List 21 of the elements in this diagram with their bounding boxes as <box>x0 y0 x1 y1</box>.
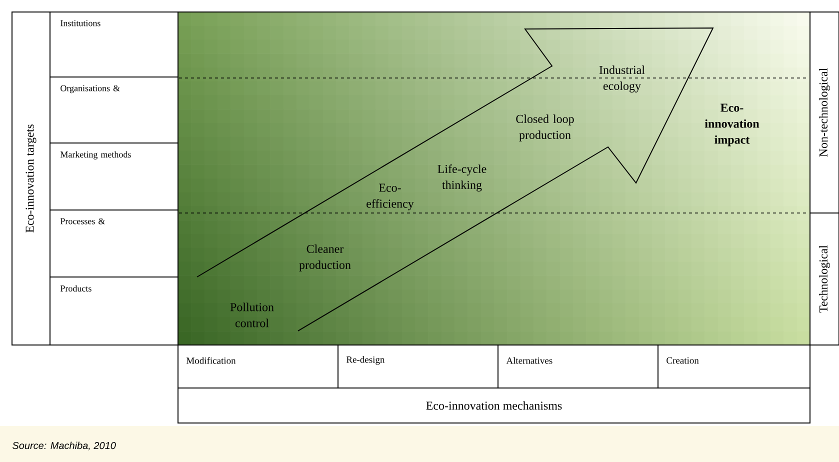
mechanism-box: Alternatives <box>498 344 658 388</box>
source-caption: Source: Machiba, 2010 <box>12 442 116 450</box>
stage-label: Cleaner production <box>299 244 351 272</box>
mechanism-box: Creation <box>658 344 810 388</box>
stage-label: Life-cycle thinking <box>438 164 486 192</box>
stage-label: Eco- efficiency <box>366 184 414 210</box>
target-box: Organisations & <box>50 76 178 144</box>
impact-label: Eco-innovation impact <box>704 104 760 146</box>
category-box: Non-technological <box>810 12 839 214</box>
stage-label: Industrial ecology <box>599 66 645 92</box>
header-box: Eco-innovation mechanisms <box>178 388 810 424</box>
category-box: Eco-innovation targets <box>12 12 50 346</box>
stage-label: Closed loop production <box>516 114 574 142</box>
stage-label: Pollution control <box>230 302 274 328</box>
mechanism-box: Modification <box>178 344 338 388</box>
target-box: Marketing methods <box>50 142 178 210</box>
category-box: Technological <box>810 212 839 346</box>
target-box: Institutions <box>50 12 178 78</box>
target-box: Products <box>50 276 178 346</box>
target-box: Processes & <box>50 210 178 278</box>
mechanism-box: Re-design <box>338 344 498 388</box>
